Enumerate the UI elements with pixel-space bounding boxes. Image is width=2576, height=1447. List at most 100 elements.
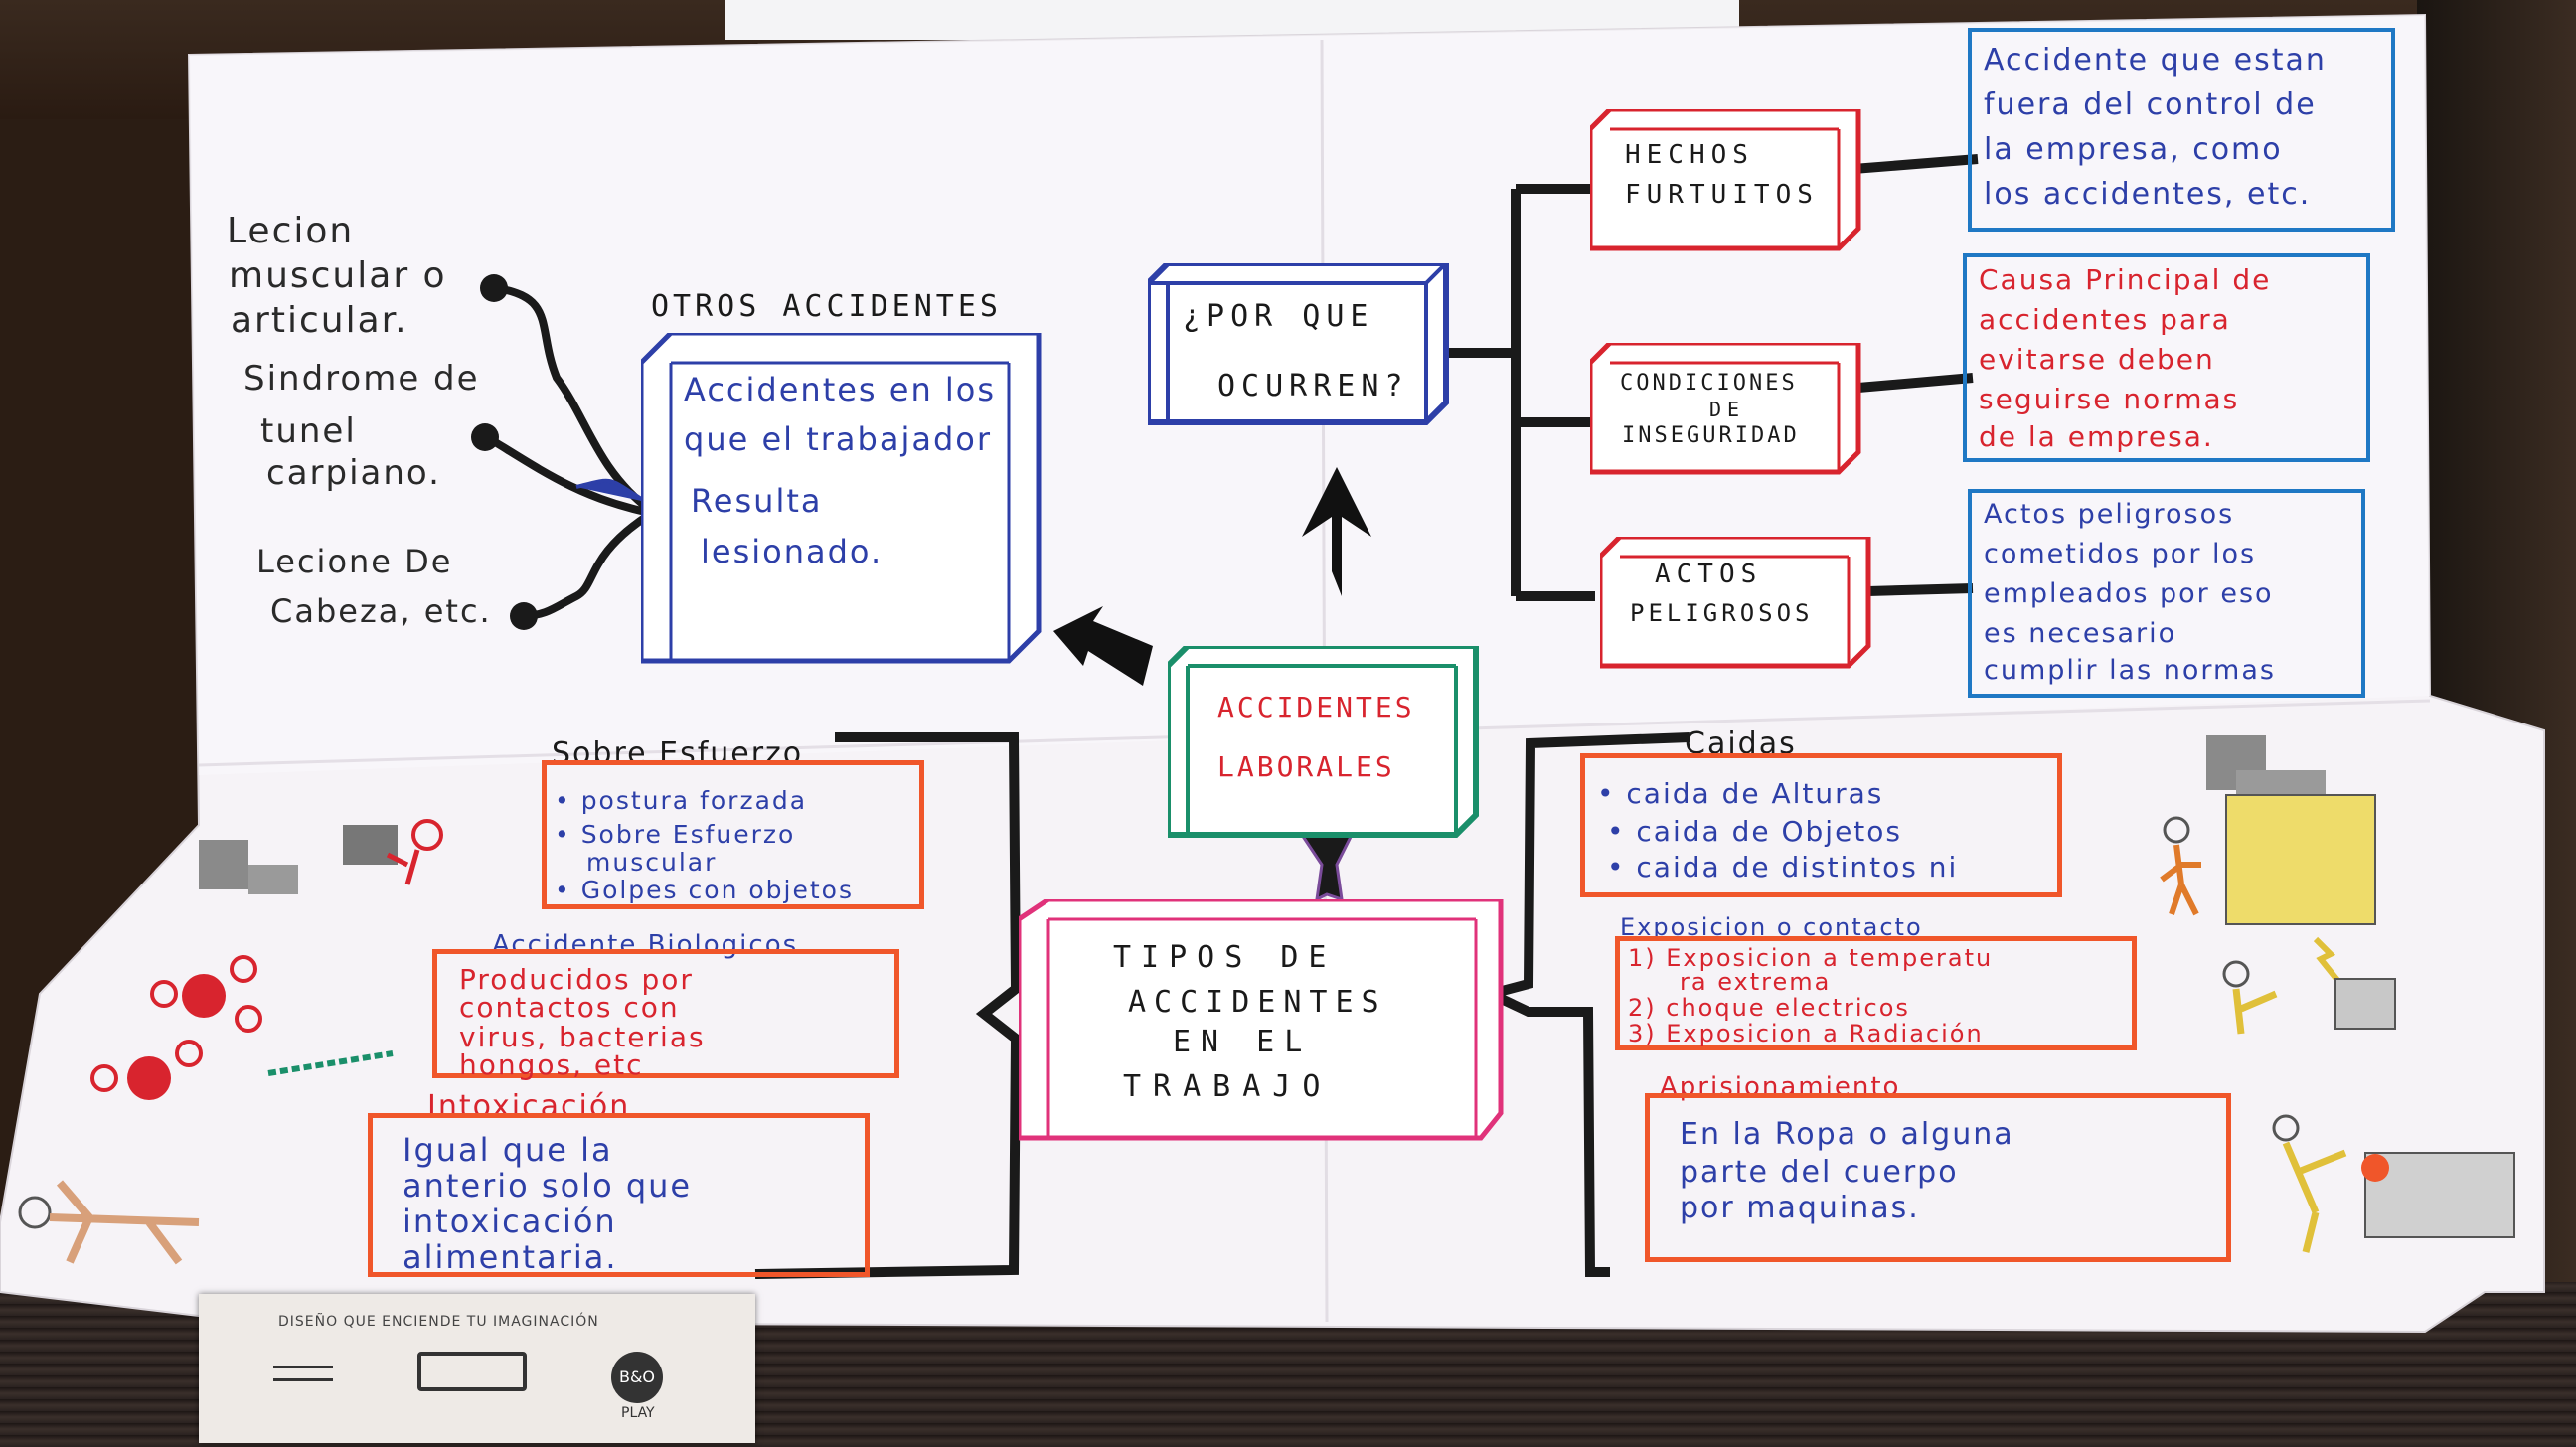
left-type-3-line-2: anterio solo que bbox=[402, 1167, 693, 1205]
example-3-line-1: Lecione De bbox=[256, 543, 453, 580]
cause-1-line-1: HECHOS bbox=[1625, 140, 1754, 170]
right-type-3-line-1: En la Ropa o alguna bbox=[1680, 1117, 2014, 1152]
cause-1-desc-box: Accidente que estan fuera del control de… bbox=[1968, 28, 2395, 232]
flyer-card: DISEÑO QUE ENCIENDE TU IMAGINACIÓN B&O P… bbox=[199, 1294, 755, 1443]
fan-line-1 bbox=[496, 284, 649, 511]
example-1-line-2: muscular o bbox=[229, 255, 447, 296]
battery-icon bbox=[417, 1352, 527, 1391]
fan-line-2 bbox=[484, 433, 647, 516]
cause-2-desc-box: Causa Principal de accidentes para evita… bbox=[1963, 253, 2370, 462]
types-line-3: EN EL bbox=[1173, 1025, 1313, 1059]
cause-3-desc-4: es necesario bbox=[1984, 618, 2177, 649]
machine-trap-doodle bbox=[2272, 1114, 2515, 1253]
left-type-2-line-1: Producidos por bbox=[459, 963, 694, 996]
left-brace bbox=[754, 732, 1022, 1279]
cause-3-line-2: PELIGROSOS bbox=[1630, 599, 1814, 627]
bo-logo-icon: B&O bbox=[611, 1352, 663, 1403]
bo-logo-sub: PLAY bbox=[621, 1405, 655, 1421]
types-line-2: ACCIDENTES bbox=[1128, 985, 1387, 1020]
left-type-2-line-4: hongos, etc bbox=[459, 1048, 644, 1081]
example-1-line-1: Lecion bbox=[227, 211, 355, 251]
why-line-1: ¿POR QUE bbox=[1183, 299, 1374, 334]
left-type-1-line-4: • Golpes con objetos bbox=[555, 876, 854, 904]
cause-2-desc-5: de la empresa. bbox=[1979, 420, 2214, 453]
cause-2-desc-1: Causa Principal de bbox=[1979, 263, 2272, 296]
cause-2-line-2: DE bbox=[1709, 398, 1746, 421]
cause-3-desc-3: empleados por eso bbox=[1984, 578, 2274, 609]
falling-box-doodle bbox=[2160, 735, 2376, 925]
others-desc-1: Accidentes en los bbox=[684, 371, 997, 408]
others-desc-4: lesionado. bbox=[701, 533, 884, 570]
cause-3-desc-1: Actos peligrosos bbox=[1984, 499, 2235, 530]
left-type-2-heading: Accidente Biologicos bbox=[492, 930, 799, 960]
example-3-line-2: Cabeza, etc. bbox=[270, 592, 492, 630]
cause-3-desc-box: Actos peligrosos cometidos por los emple… bbox=[1968, 489, 2365, 698]
right-type-3-line-3: por maquinas. bbox=[1680, 1191, 1920, 1225]
cause-1-desc-1: Accidente que estan bbox=[1984, 43, 2327, 78]
types-box-frame bbox=[1019, 899, 1504, 1141]
example-2-line-3: carpiano. bbox=[266, 453, 441, 493]
cause-2-line-3: INSEGURIDAD bbox=[1622, 423, 1800, 448]
cause-2-desc-2: accidentes para bbox=[1979, 303, 2231, 336]
left-type-2-line-2: contactos con bbox=[459, 991, 680, 1024]
cause-3-line-1: ACTOS bbox=[1655, 560, 1763, 589]
left-type-1-heading: Sobre Esfuerzo bbox=[552, 736, 804, 771]
left-type-3-line-1: Igual que la bbox=[402, 1131, 613, 1169]
right-type-2-box: 1) Exposicion a temperatu ra extrema 2) … bbox=[1615, 936, 2137, 1050]
right-type-1-line-3: • caida de distintos ni bbox=[1607, 851, 1959, 884]
cause-2-desc-3: evitarse deben bbox=[1979, 343, 2215, 376]
fan-arrow-3 bbox=[510, 602, 538, 630]
right-type-2-line-4: 3) Exposicion a Radiación bbox=[1628, 1020, 1984, 1047]
left-type-3-line-3: intoxicación bbox=[402, 1203, 617, 1240]
right-type-2-line-3: 2) choque electricos bbox=[1628, 994, 1910, 1022]
left-type-3-box: Igual que la anterio solo que intoxicaci… bbox=[368, 1113, 870, 1277]
why-box-frame bbox=[1148, 263, 1449, 425]
left-type-3-line-4: alimentaria. bbox=[402, 1238, 618, 1276]
cause-1-desc-3: la empresa, como bbox=[1984, 132, 2283, 167]
center-title: ACCIDENTES LABORALES bbox=[1217, 691, 1415, 783]
example-2-line-2: tunel bbox=[260, 411, 357, 451]
right-brace bbox=[1476, 732, 1690, 1277]
arrow-left bbox=[1053, 606, 1153, 686]
desc-connectors bbox=[1852, 154, 1979, 596]
cause-2-desc-4: seguirse normas bbox=[1979, 383, 2240, 415]
cause-bracket bbox=[1446, 184, 1595, 601]
flyer-title: DISEÑO QUE ENCIENDE TU IMAGINACIÓN bbox=[278, 1314, 599, 1330]
cause-1-desc-2: fuera del control de bbox=[1984, 87, 2317, 122]
right-type-2-line-1: 1) Exposicion a temperatu bbox=[1628, 944, 1994, 972]
types-line-1: TIPOS DE bbox=[1113, 940, 1337, 975]
right-type-3-line-2: parte del cuerpo bbox=[1680, 1155, 1959, 1190]
left-type-1-line-1: • postura forzada bbox=[555, 786, 808, 815]
left-type-1-line-2: • Sobre Esfuerzo bbox=[555, 820, 796, 849]
left-type-2-line-3: virus, bacterias bbox=[459, 1021, 706, 1053]
cause-1-line-2: FURTUITOS bbox=[1625, 180, 1819, 210]
right-type-3-box: En la Ropa o alguna parte del cuerpo por… bbox=[1645, 1093, 2231, 1262]
arrow-up bbox=[1302, 467, 1371, 596]
cause-box-2-frame bbox=[1590, 343, 1861, 475]
left-type-1-line-3: muscular bbox=[586, 848, 718, 877]
fan-arrow-2 bbox=[471, 423, 499, 451]
right-type-1-line-2: • caida de Objetos bbox=[1607, 815, 1902, 848]
cause-2-line-1: CONDICIONES bbox=[1620, 371, 1798, 396]
left-type-1-box: • postura forzada • Sobre Esfuerzo muscu… bbox=[542, 760, 924, 909]
virus-doodle bbox=[90, 955, 394, 1100]
cause-box-3-frame bbox=[1600, 537, 1871, 669]
cause-3-desc-2: cometidos por los bbox=[1984, 539, 2257, 569]
fan-line-3 bbox=[521, 513, 649, 620]
cause-box-1-frame bbox=[1590, 109, 1861, 251]
right-type-1-box: • caida de Alturas • caida de Objetos • … bbox=[1580, 753, 2062, 897]
slider-icon bbox=[273, 1366, 333, 1381]
boxes-doodle-left bbox=[199, 819, 443, 894]
left-type-2-box: Producidos por contactos con virus, bact… bbox=[432, 949, 899, 1081]
others-desc-2: que el trabajador bbox=[684, 420, 992, 458]
right-type-2-line-2: ra extrema bbox=[1680, 968, 1832, 996]
example-1-line-3: articular. bbox=[231, 300, 408, 341]
others-desc-3: Resulta bbox=[691, 482, 823, 520]
types-line-4: TRABAJO bbox=[1123, 1069, 1333, 1104]
left-type-3-heading: Intoxicación bbox=[427, 1089, 631, 1124]
fan-arrow-1 bbox=[480, 274, 508, 302]
fallen-person-doodle bbox=[18, 1180, 200, 1265]
